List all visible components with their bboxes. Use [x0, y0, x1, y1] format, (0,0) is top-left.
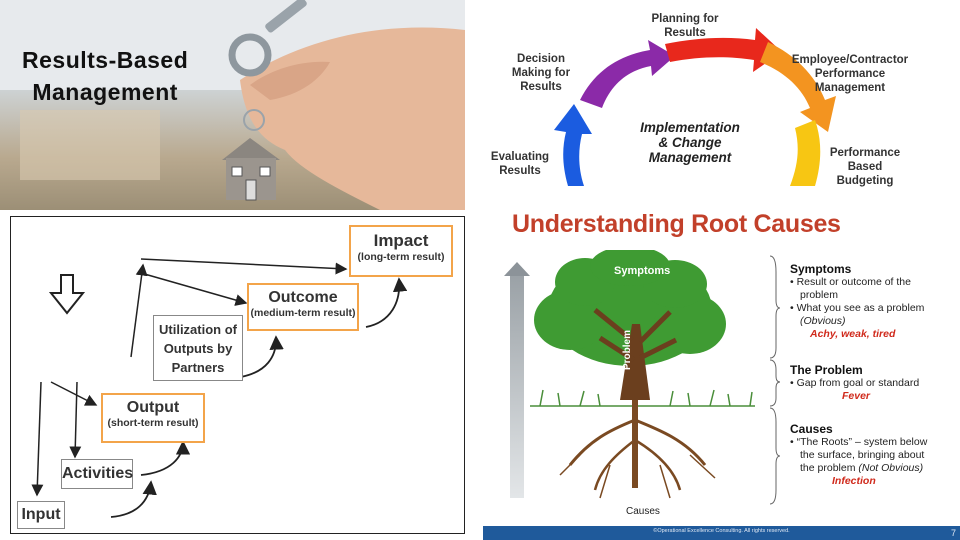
root-causes-title: Understanding Root Causes: [512, 210, 841, 238]
causes-explanation: Causes • “The Roots” – system below the …: [790, 422, 928, 487]
title-line-1: Results-Based: [22, 47, 189, 73]
impact-title: Impact: [373, 231, 429, 250]
hand-holding-key-illustration: [0, 0, 465, 210]
page-number: 7: [950, 528, 956, 538]
photo-title: Results-Based Management: [22, 44, 188, 108]
output-box: Output (short-term result): [101, 393, 205, 443]
impact-box: Impact (long-term result): [349, 225, 453, 277]
outcome-title: Outcome: [268, 289, 338, 306]
outcome-box: Outcome (medium-term result): [247, 283, 359, 331]
output-subtitle: (short-term result): [107, 417, 199, 429]
employee-arrow: [760, 42, 836, 132]
house-key-photo: Results-Based Management: [0, 0, 465, 210]
copyright-text: ©Operational Excellence Consulting. All …: [653, 528, 790, 534]
problem-explanation: The Problem • Gap from goal or standard …: [790, 363, 920, 402]
budgeting-arrow: [790, 120, 821, 186]
symptoms-explanation: Symptoms • Result or outcome of the prob…: [790, 262, 925, 340]
decision-arrow: [580, 40, 675, 108]
cycle-arrows: [554, 28, 836, 186]
input-box: Input: [17, 501, 65, 529]
tree-symptoms-label: Symptoms: [614, 265, 671, 277]
planning-arrow: [665, 28, 782, 72]
tree-causes-label: Causes: [626, 506, 660, 517]
down-arrow-icon: [48, 274, 86, 315]
slide-footer: ©Operational Excellence Consulting. All …: [483, 526, 960, 540]
title-line-2: Management: [32, 79, 178, 105]
tree-problem-label: Problem: [622, 329, 633, 370]
root-cause-tree: [504, 250, 755, 499]
chain-arrows: [31, 258, 408, 518]
activities-box: Activities: [61, 459, 133, 489]
output-title: Output: [126, 399, 180, 416]
evaluating-arrow: [554, 104, 592, 186]
outcome-subtitle: (medium-term result): [250, 307, 356, 319]
results-chain-diagram: Impact (long-term result) Outcome (mediu…: [10, 216, 465, 534]
impact-subtitle: (long-term result): [357, 251, 445, 263]
bracket-lines: [769, 255, 781, 505]
